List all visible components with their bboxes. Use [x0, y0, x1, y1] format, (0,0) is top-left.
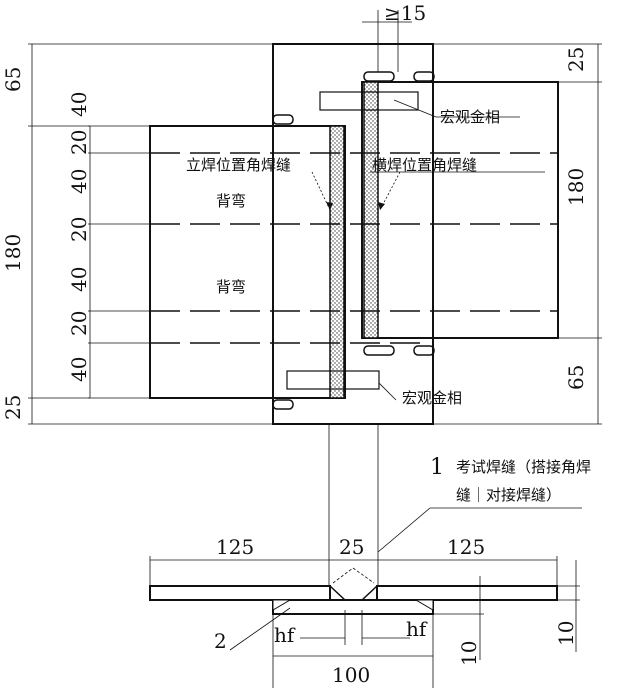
note-line-2: 缝｜对接焊缝）: [456, 486, 561, 504]
dim-25-bottom-left: 25: [1, 395, 25, 420]
left-dim-20-a: 20: [67, 130, 91, 155]
bend-label-2: 背弯: [216, 278, 246, 296]
vertical-fillet-label: 立焊位置角焊缝: [186, 156, 291, 174]
left-weld-strip: [329, 125, 345, 399]
macro-label-bottom: 宏观金相: [402, 389, 462, 407]
dim-180-right: 180: [564, 168, 588, 206]
section-dim-25: 25: [339, 535, 364, 559]
hf-left: hf: [274, 623, 296, 647]
dim-25-top-right: 25: [564, 47, 588, 72]
left-dim-40-b: 40: [67, 169, 91, 194]
section-dim-125-left: 125: [216, 535, 254, 559]
thickness-10-a: 10: [457, 641, 481, 666]
top-dim-label: ≥15: [384, 1, 426, 25]
bend-label-1: 背弯: [216, 192, 246, 210]
right-plate: [361, 81, 559, 339]
left-dim-20-c: 20: [67, 311, 91, 336]
macro-label-top: 宏观金相: [440, 108, 500, 126]
left-dim-40-a: 40: [67, 92, 91, 117]
section-dim-100: 100: [332, 663, 370, 687]
section-dim-125-right: 125: [447, 535, 485, 559]
right-weld-strip: [363, 81, 379, 339]
dim-65-bottom-right: 65: [564, 365, 588, 390]
note-number: 1: [430, 455, 444, 480]
macro-sample-bottom: [286, 370, 380, 390]
left-dim-40-d: 40: [67, 357, 91, 382]
thickness-10-b: 10: [554, 621, 578, 646]
section-bottom-plate: [272, 599, 434, 615]
left-plate: [149, 125, 346, 399]
left-dim-40-c: 40: [67, 267, 91, 292]
left-dim-20-b: 20: [67, 217, 91, 242]
hf-right: hf: [406, 617, 428, 641]
section-right-plate: [376, 585, 558, 601]
label-2: 2: [214, 629, 227, 653]
dim-65-top: 65: [1, 67, 25, 92]
center-plate: [272, 43, 434, 425]
section-left-plate: [149, 585, 331, 601]
dim-180-left: 180: [1, 234, 25, 272]
note-line-1: 考试焊缝（搭接角焊: [456, 458, 591, 476]
macro-sample-top: [319, 91, 419, 111]
horizontal-fillet-label: 横焊位置角焊缝: [372, 156, 477, 174]
